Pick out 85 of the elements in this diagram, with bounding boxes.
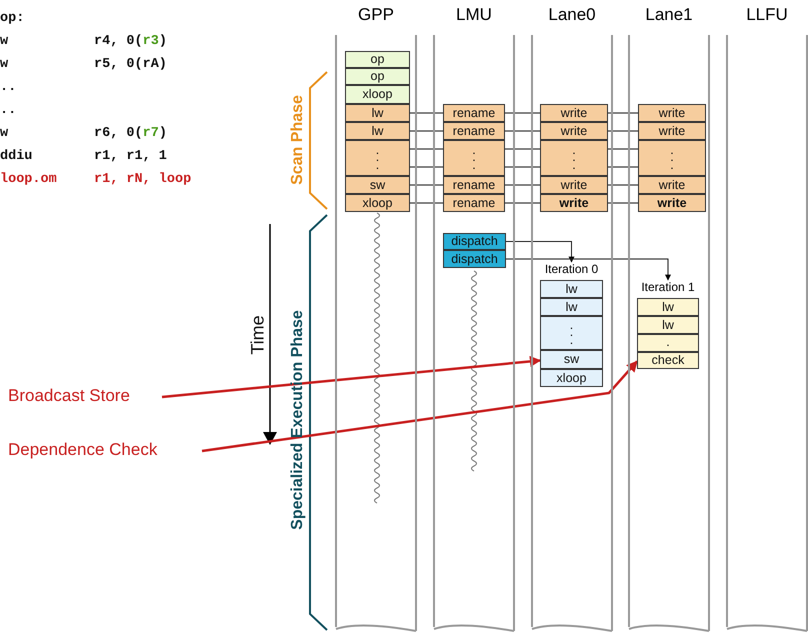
instruction-cell: rename — [443, 194, 505, 212]
column-heading: GPP — [357, 5, 395, 25]
instruction-cell: lw — [345, 104, 410, 122]
code-text: w — [0, 57, 8, 72]
connector-line — [608, 184, 638, 186]
code-text: r3 — [142, 34, 159, 49]
instruction-cell: . — [637, 334, 699, 352]
code-text: r6, 0( — [94, 126, 143, 141]
instruction-cell: . . . — [540, 316, 603, 350]
code-text: op: — [0, 11, 24, 26]
connector-line — [410, 202, 444, 204]
arrow — [506, 241, 574, 263]
connector-line — [608, 202, 638, 204]
instruction-cell: write — [638, 176, 706, 194]
connector-line — [608, 130, 638, 132]
instruction-cell: lw — [637, 298, 699, 316]
instruction-cell: write — [540, 104, 608, 122]
instruction-cell: op — [345, 68, 410, 85]
instruction-cell: rename — [443, 122, 505, 140]
instruction-cell: . . . — [443, 140, 505, 176]
code-text: r7 — [142, 126, 159, 141]
instruction-cell: rename — [443, 176, 505, 194]
code-text: r4, 0( — [94, 34, 143, 49]
instruction-cell: sw — [540, 350, 603, 369]
instruction-cell: . . . — [540, 140, 608, 176]
connector-line — [410, 166, 444, 168]
instruction-cell: write — [638, 122, 706, 140]
callout-label: Broadcast Store — [8, 386, 130, 406]
instruction-cell: rename — [443, 104, 505, 122]
instruction-cell: xloop — [345, 85, 410, 104]
axis-label: Time — [248, 315, 268, 355]
instruction-cell: lw — [345, 122, 410, 140]
column-heading: LLFU — [745, 5, 789, 25]
instruction-cell: write — [638, 104, 706, 122]
instruction-cell: xloop — [345, 194, 410, 212]
code-text: r1, rN, loop — [94, 172, 192, 187]
code-text: w — [0, 34, 8, 49]
instruction-cell: write — [540, 122, 608, 140]
connector-line — [410, 112, 444, 114]
instruction-cell: lw — [540, 298, 603, 316]
dispatch-cell: dispatch — [443, 250, 506, 268]
phase-label: Specialized Execution Phase — [289, 310, 307, 530]
connector-line — [410, 130, 444, 132]
code-text: r5, 0(rA) — [94, 57, 167, 72]
instruction-cell: . . . — [638, 140, 706, 176]
column-heading: Lane1 — [644, 5, 694, 25]
connector-line — [608, 112, 638, 114]
dispatch-cell: dispatch — [443, 233, 506, 250]
instruction-cell: write — [638, 194, 706, 212]
instruction-cell: xloop — [540, 369, 603, 387]
iteration-heading: Iteration 0 — [544, 262, 600, 276]
connector-line — [504, 112, 540, 114]
instruction-cell: check — [637, 352, 699, 369]
code-text: .. — [0, 80, 16, 95]
instruction-cell: sw — [345, 176, 410, 194]
iteration-heading: Iteration 1 — [640, 280, 696, 294]
connector-line — [504, 148, 540, 150]
instruction-cell: write — [540, 176, 608, 194]
connector-line — [608, 148, 638, 150]
arrow — [162, 356, 542, 398]
connector-line — [504, 166, 540, 168]
callout-label: Dependence Check — [8, 440, 158, 460]
instruction-cell: . . . — [345, 140, 410, 176]
connector-line — [504, 202, 540, 204]
column-heading: LMU — [455, 5, 493, 25]
instruction-cell: lw — [540, 280, 603, 298]
instruction-cell: lw — [637, 316, 699, 334]
instruction-cell: op — [345, 51, 410, 68]
code-text: r1, r1, 1 — [94, 149, 167, 164]
code-text: ) — [158, 34, 167, 49]
code-text: ddiu — [0, 149, 32, 164]
phase-label: Scan Phase — [289, 95, 307, 185]
connector-line — [410, 184, 444, 186]
instruction-cell: write — [540, 194, 608, 212]
code-text: .. — [0, 103, 16, 118]
code-text: w — [0, 126, 8, 141]
connector-line — [504, 130, 540, 132]
connector-line — [504, 184, 540, 186]
arrow — [202, 360, 638, 452]
arrow — [506, 258, 671, 281]
column-heading: Lane0 — [547, 5, 597, 25]
code-text: loop.om — [0, 172, 57, 187]
connector-line — [608, 166, 638, 168]
connector-line — [410, 148, 444, 150]
code-text: ) — [158, 126, 167, 141]
